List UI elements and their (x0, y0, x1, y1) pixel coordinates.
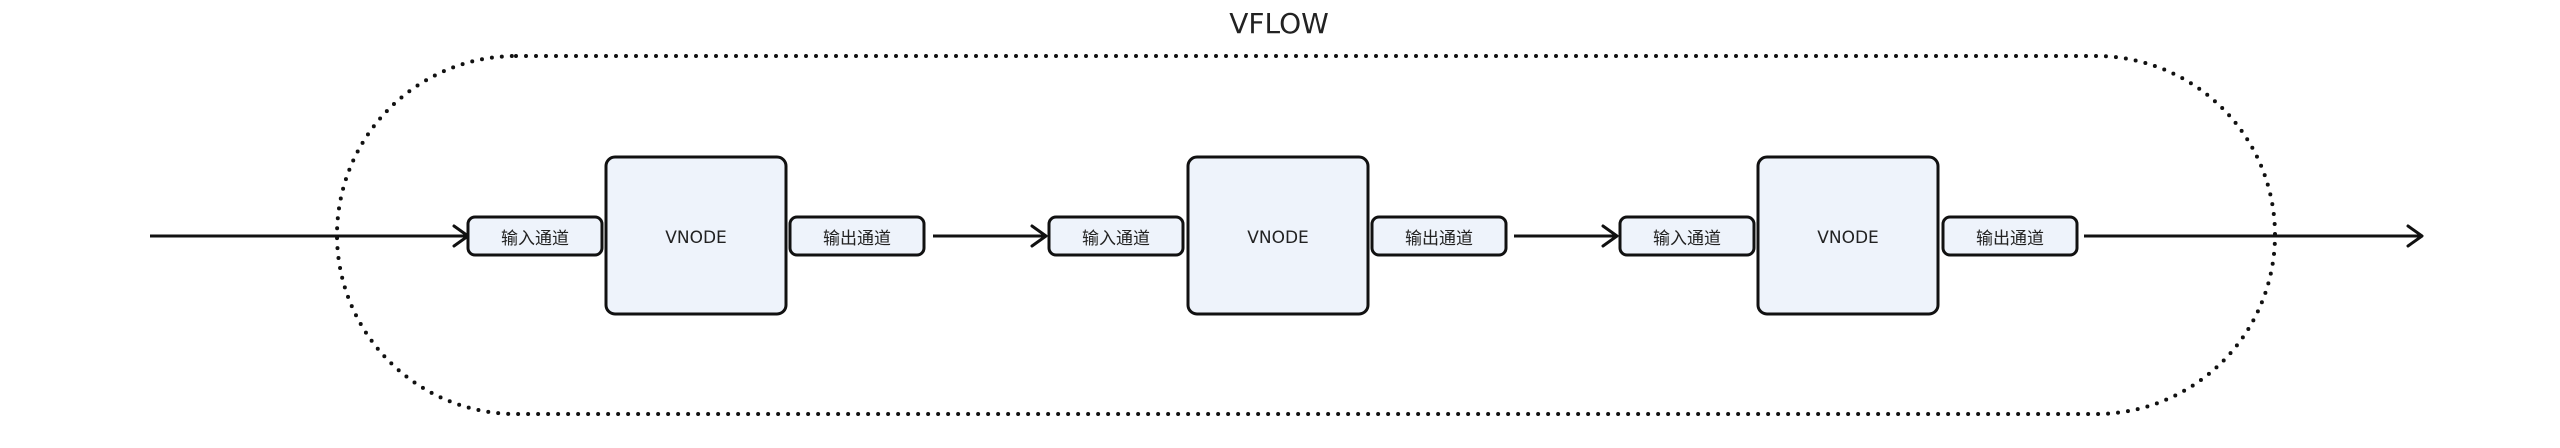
output-channel-label-1: 输出通道 (823, 229, 891, 249)
vnode-label-3: VNODE (1817, 228, 1879, 248)
input-channel-label-1: 输入通道 (501, 229, 569, 249)
vnode-group-1: 输入通道 VNODE 输出通道 (466, 155, 926, 316)
vnode-box-1 (604, 155, 788, 316)
vnode-label-2: VNODE (1247, 228, 1309, 248)
output-channel-3 (1941, 215, 2079, 257)
input-channel-2 (1047, 215, 1185, 257)
vnode-group-2: 输入通道 VNODE 输出通道 (1047, 155, 1508, 316)
input-channel-1 (466, 215, 604, 257)
input-channel-label-3: 输入通道 (1653, 229, 1721, 249)
vnode-box-2 (1186, 155, 1370, 316)
output-channel-2 (1370, 215, 1508, 257)
output-channel-label-3: 输出通道 (1976, 229, 2044, 249)
vnode-label-1: VNODE (665, 228, 727, 248)
vnode-group-3: 输入通道 VNODE 输出通道 (1618, 155, 2079, 316)
vnode-box-3 (1756, 155, 1940, 316)
input-channel-3 (1618, 215, 1756, 257)
flow-title: VFLOW (1229, 7, 1329, 40)
input-channel-label-2: 输入通道 (1082, 229, 1150, 249)
output-channel-1 (788, 215, 926, 257)
output-channel-label-2: 输出通道 (1405, 229, 1473, 249)
